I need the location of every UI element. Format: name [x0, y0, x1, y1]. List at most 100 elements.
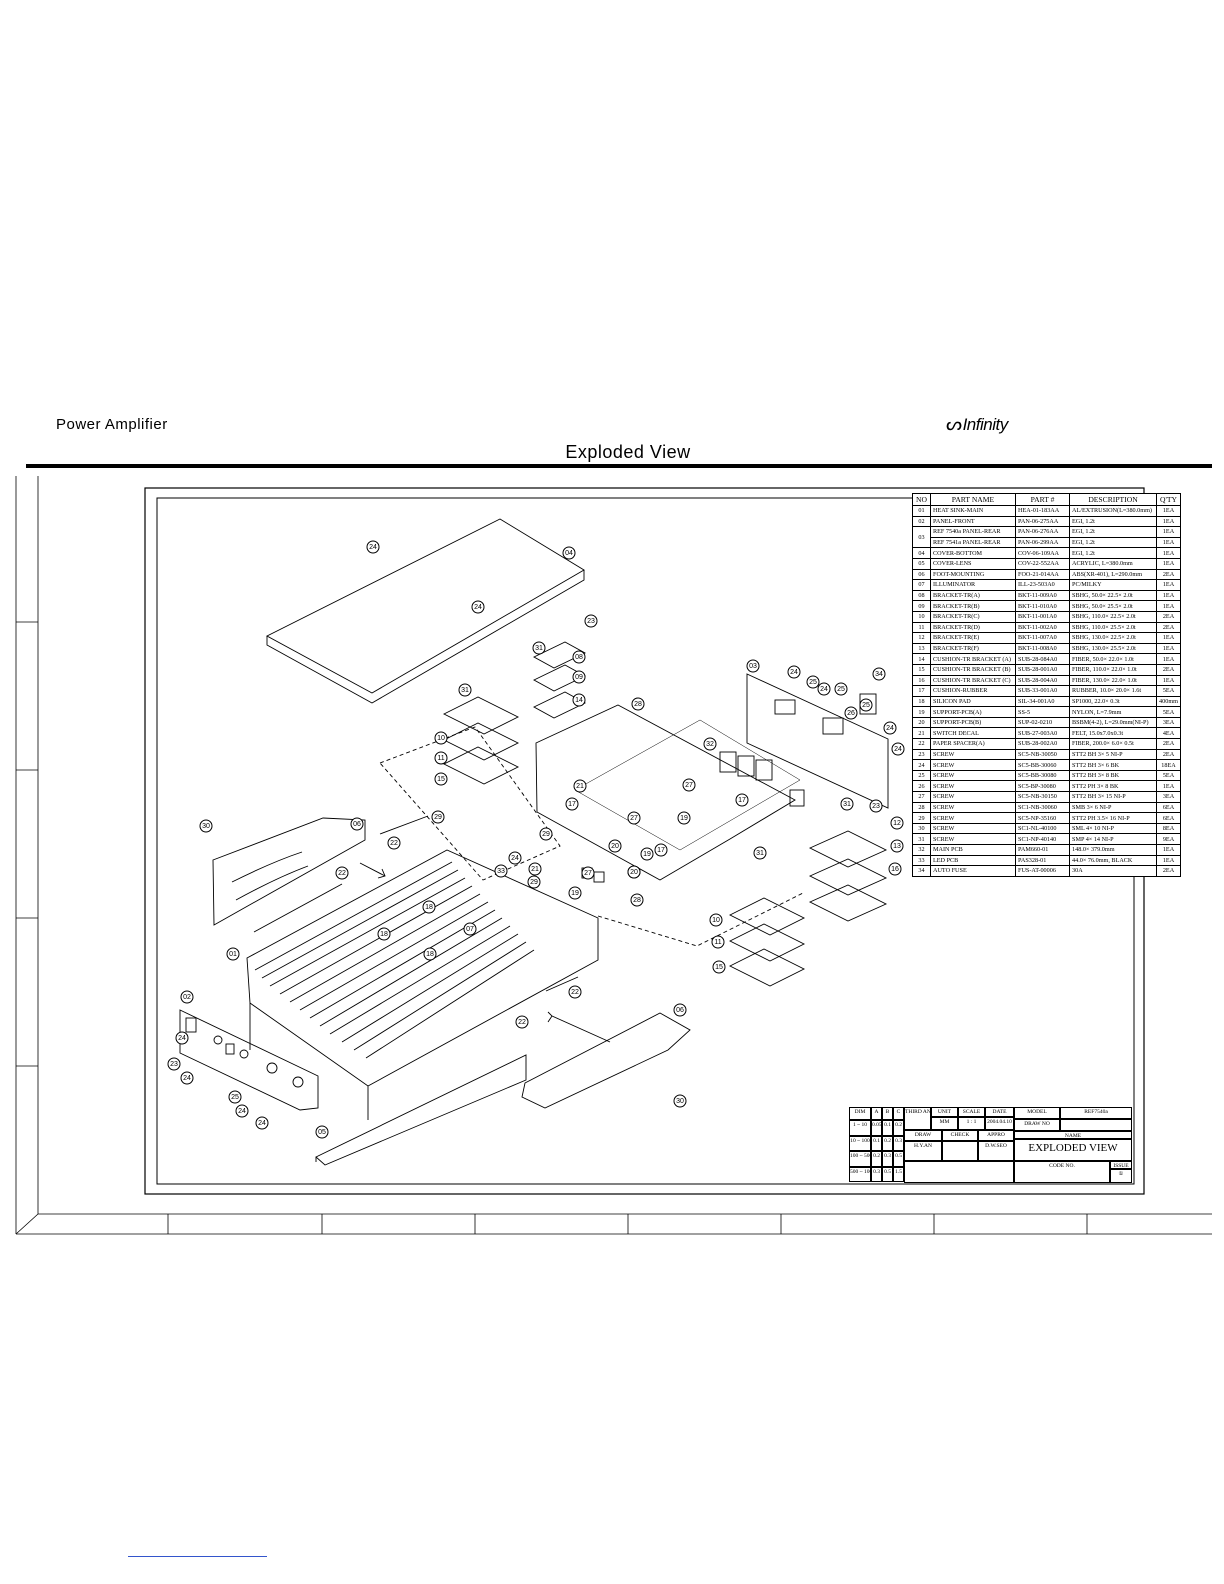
- svg-text:29: 29: [530, 879, 538, 886]
- part-qty: 1EA: [1156, 674, 1181, 687]
- part-no: 08: [912, 589, 931, 602]
- callout-24: 24: [180, 1071, 194, 1085]
- part-no: 29: [912, 812, 931, 824]
- part-number: COV-06-109AA: [1015, 547, 1070, 559]
- tolerance-cell: 1.5: [893, 1166, 904, 1182]
- part-description: STT2 BH 3× 8 BK: [1069, 769, 1157, 782]
- part-no: 09: [912, 600, 931, 612]
- part-description: EGI, 1.2t: [1069, 547, 1157, 559]
- part-name: SUPPORT-PCB(A): [930, 706, 1016, 718]
- model-value: REF7540a: [1060, 1107, 1132, 1119]
- part-qty: 1EA: [1156, 632, 1181, 644]
- appro-label: APPRO: [978, 1130, 1014, 1141]
- svg-text:24: 24: [886, 725, 894, 732]
- part-number: SC5-NB-30150: [1015, 791, 1070, 803]
- callout-15: 15: [712, 960, 726, 974]
- part-no: 34: [912, 865, 931, 877]
- check-label: CHECK: [942, 1130, 978, 1141]
- part-qty: 2EA: [1156, 621, 1181, 634]
- part-name: REF 7541a PANEL-REAR: [930, 536, 1016, 549]
- svg-text:18: 18: [426, 951, 434, 958]
- unit-label: UNIT: [931, 1107, 958, 1117]
- part-no: 11: [912, 621, 931, 634]
- name-label: NAME: [1014, 1131, 1132, 1139]
- svg-text:32: 32: [706, 741, 714, 748]
- part-number: FOO-21-014AA: [1015, 568, 1070, 581]
- svg-text:24: 24: [894, 746, 902, 753]
- svg-text:22: 22: [518, 1019, 526, 1026]
- part-name: HEAT SINK-MAIN: [930, 505, 1016, 517]
- check-value: [942, 1141, 978, 1161]
- part-name: SCREW: [930, 812, 1016, 824]
- col-description: DESCRIPTION: [1069, 493, 1157, 506]
- svg-text:22: 22: [338, 870, 346, 877]
- part-qty: 2EA: [1156, 663, 1181, 676]
- part-no: 07: [912, 579, 931, 591]
- svg-text:28: 28: [634, 701, 642, 708]
- part-number: PAN-06-299AA: [1015, 536, 1070, 549]
- callout-13: 13: [890, 839, 904, 853]
- callout-25: 25: [806, 675, 820, 689]
- svg-text:19: 19: [643, 851, 651, 858]
- svg-text:11: 11: [437, 755, 444, 762]
- part-qty: 5EA: [1156, 769, 1181, 782]
- part-name: SILICON PAD: [930, 695, 1016, 708]
- part-qty: 1EA: [1156, 557, 1181, 570]
- part-no: 21: [912, 727, 931, 740]
- part-description: EGI, 1.2t: [1069, 515, 1157, 528]
- part-description: STT2 BH 3× 15 NI-P: [1069, 791, 1157, 803]
- part-qty: 2EA: [1156, 865, 1181, 877]
- svg-text:27: 27: [685, 782, 693, 789]
- draw-value: H.Y.AN: [904, 1141, 942, 1161]
- tolerance-cell: 10 ~ 100: [849, 1135, 871, 1151]
- callout-24: 24: [787, 665, 801, 679]
- callout-24: 24: [175, 1031, 189, 1045]
- part-qty: 8EA: [1156, 822, 1181, 835]
- tolerance-cell: 0.3: [882, 1151, 893, 1167]
- part-number: SC1-NP-40140: [1015, 833, 1070, 845]
- svg-text:12: 12: [893, 820, 901, 827]
- scale-value: 1 : 1: [958, 1117, 985, 1130]
- callout-33: 33: [494, 864, 508, 878]
- part-number: FUS-AT-00006: [1015, 865, 1070, 877]
- svg-text:21: 21: [531, 866, 539, 873]
- svg-text:25: 25: [837, 686, 845, 693]
- part-no: 15: [912, 663, 931, 676]
- part-description: STT2 BH 3× 5 NI-P: [1069, 748, 1157, 761]
- part-qty: 1EA: [1156, 505, 1181, 517]
- callout-17: 17: [735, 793, 749, 807]
- part-no: 23: [912, 748, 931, 761]
- tolerance-header: B: [882, 1107, 893, 1120]
- callout-10: 10: [709, 913, 723, 927]
- part-description: ABS(XR-401), L=290.0mm: [1069, 568, 1157, 581]
- callout-16: 16: [888, 862, 902, 876]
- callout-07: 07: [463, 922, 477, 936]
- part-no: 10: [912, 610, 931, 623]
- part-qty: 2EA: [1156, 610, 1181, 623]
- part-number: SUB-28-001A0: [1015, 663, 1070, 676]
- header-rule: [26, 464, 1212, 468]
- part-no: 33: [912, 854, 931, 867]
- tolerance-cell: 0.5: [893, 1151, 904, 1167]
- callout-11: 11: [434, 751, 448, 765]
- part-name: COVER-LENS: [930, 557, 1016, 570]
- part-no: 12: [912, 632, 931, 644]
- part-number: SC5-BP-30080: [1015, 780, 1070, 793]
- part-number: SUP-02-0210: [1015, 716, 1070, 729]
- svg-text:24: 24: [183, 1075, 191, 1082]
- part-description: FIBER, 50.0× 22.0× 1.0t: [1069, 653, 1157, 665]
- callout-03: 03: [746, 659, 760, 673]
- svg-text:17: 17: [657, 847, 665, 854]
- callout-24: 24: [891, 742, 905, 756]
- callout-06: 06: [350, 817, 364, 831]
- part-number: SC1-NB-30060: [1015, 801, 1070, 814]
- part-number: SUB-27-003A0: [1015, 727, 1070, 740]
